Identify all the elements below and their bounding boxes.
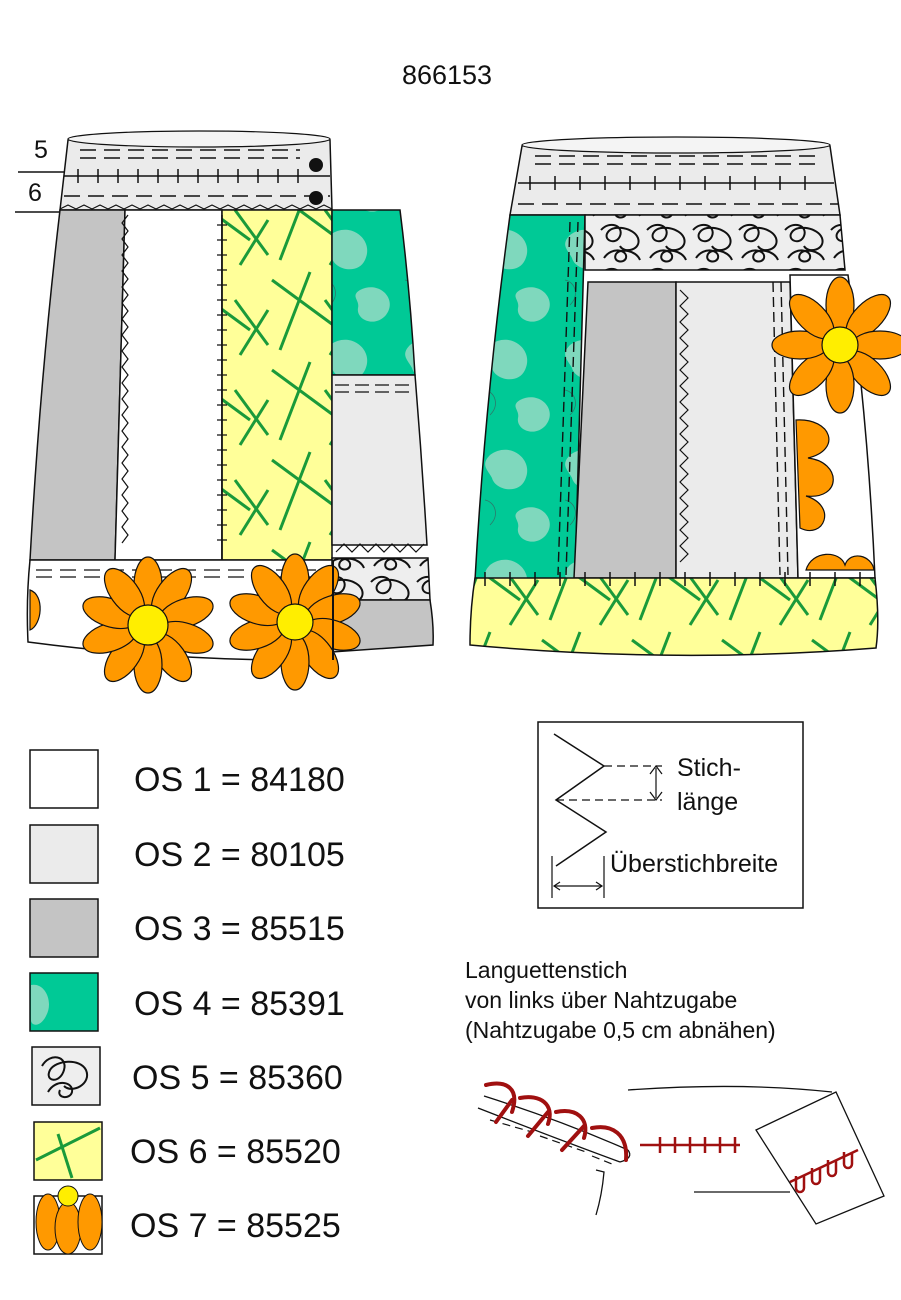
size-markers: 5 6 [15,136,66,213]
blanket-stitch-illustration [477,1081,885,1225]
swatch-os1 [29,749,99,809]
skirt-front-view [26,130,434,694]
legend-label-os6: OS 6 = 85520 [130,1133,341,1171]
button-icon [309,191,323,205]
legend-label-os1: OS 1 = 84180 [134,761,345,799]
size-marker-6: 6 [28,179,42,207]
swatch-os2 [29,824,99,884]
flower-motif [82,556,214,694]
fabric-legend: OS 1 = 84180 OS 2 = 80105 OS 3 = 85515 O… [29,749,345,1255]
stitch-width-label: Überstichbreite [610,850,778,878]
skirt-back-view [469,136,901,657]
pattern-number: 866153 [402,60,492,90]
legend-label-os2: OS 2 = 80105 [134,836,345,874]
swatch-os6 [33,1121,103,1181]
instructions: Languettenstich von links über Nahtzugab… [465,957,776,1043]
swatch-os3 [29,898,99,958]
button-icon [309,158,323,172]
legend-label-os3: OS 3 = 85515 [134,910,345,948]
legend-label-os7: OS 7 = 85525 [130,1207,341,1245]
swatch-os7 [33,1185,103,1255]
instruction-line-2: von links über Nahtzugabe [465,987,737,1013]
instruction-line-3: (Nahtzugabe 0,5 cm abnähen) [465,1017,776,1043]
size-marker-5: 5 [34,136,48,164]
stitch-dimension-diagram: Stich- länge Überstichbreite [537,721,804,909]
stitch-length-label-2: länge [677,788,738,816]
instruction-line-1: Languettenstich [465,957,627,983]
legend-label-os5: OS 5 = 85360 [132,1059,343,1097]
flower-motif [771,276,901,414]
stitch-length-label-1: Stich- [677,754,741,782]
legend-label-os4: OS 4 = 85391 [134,985,345,1023]
swatch-os5 [31,1046,101,1106]
swatch-os4 [29,972,99,1032]
flower-motif [229,553,361,691]
